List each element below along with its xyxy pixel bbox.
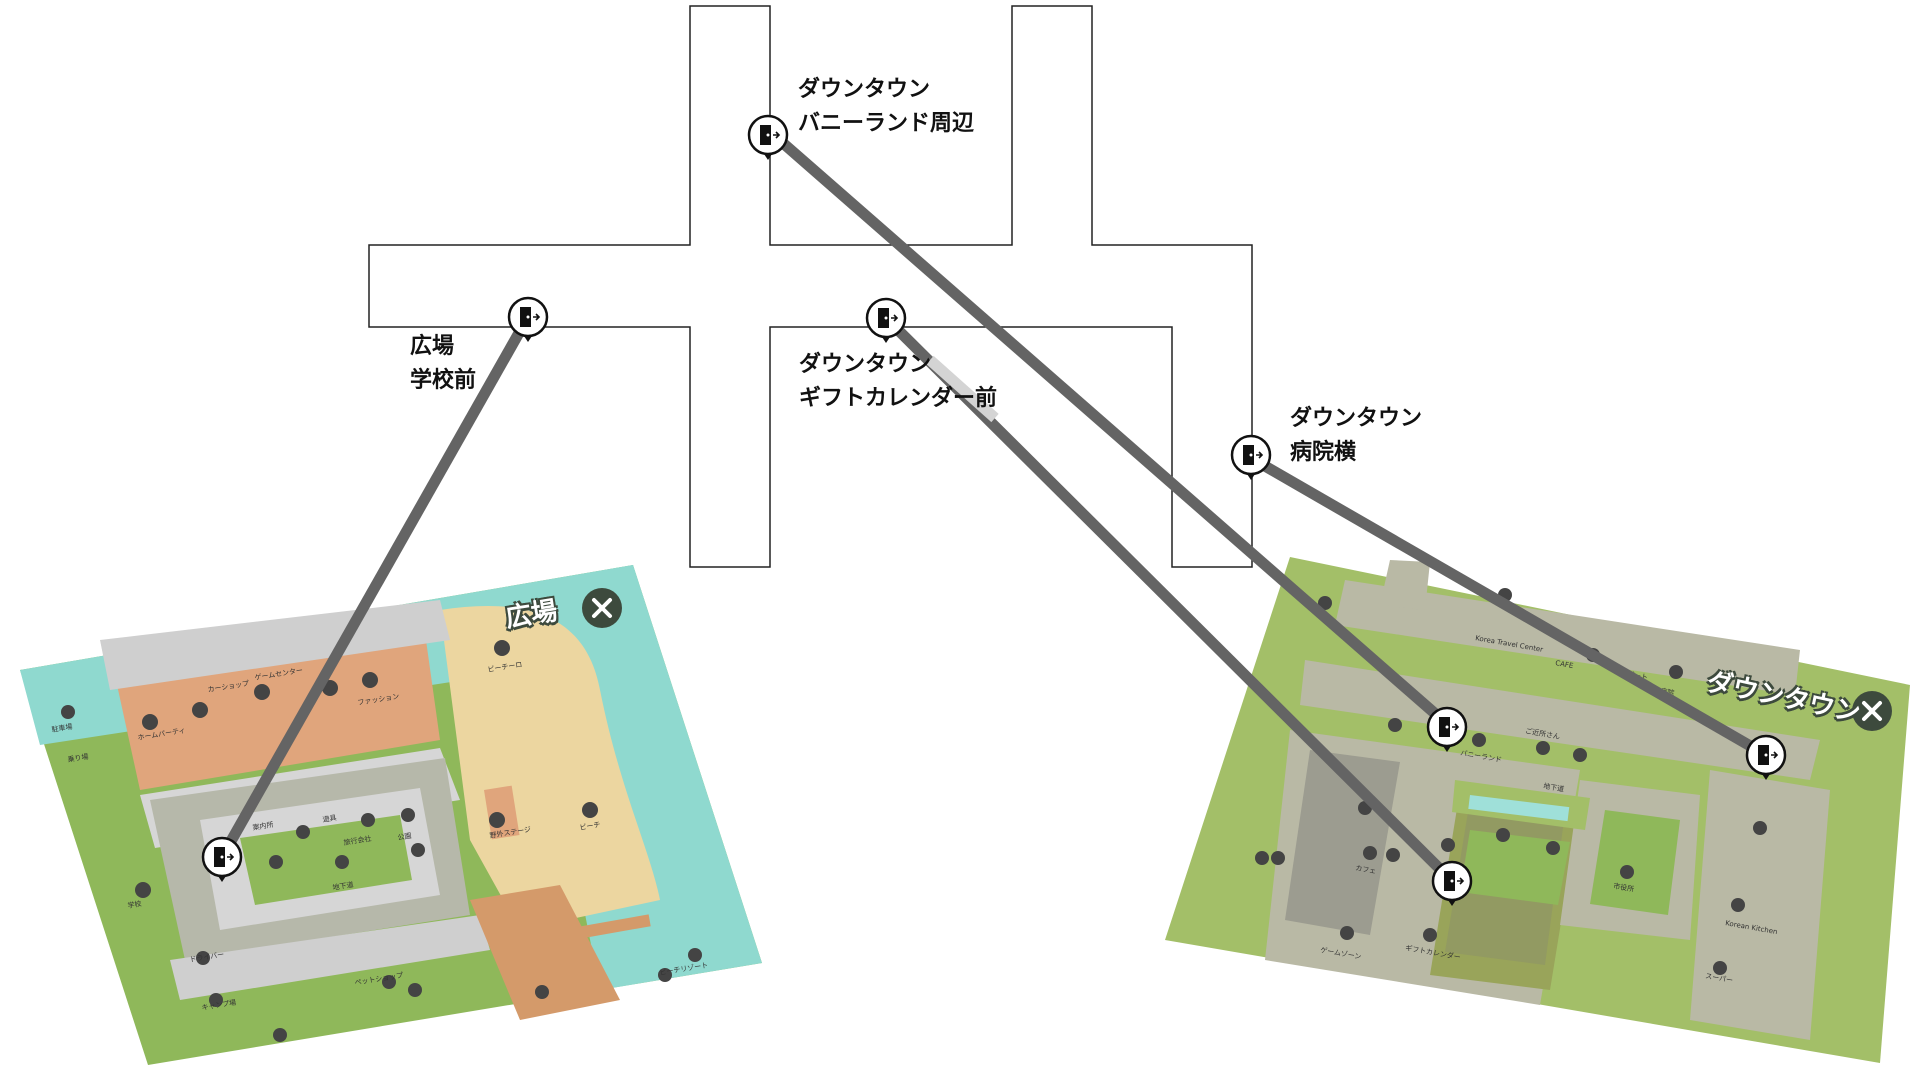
exit-label-line1: ダウンタウン [799,352,932,377]
exit-label-hospital: ダウンタウン 病院横 [1290,402,1422,470]
map-area-label: カフェ [1355,864,1377,876]
road [100,600,450,690]
park [240,815,412,905]
door-exit-icon [1243,445,1264,465]
pier [470,885,620,1020]
road [170,915,490,1000]
exit-pin-school[interactable] [507,296,549,342]
map-area-label: 市役所 [1613,881,1635,894]
door-exit-icon [1758,745,1779,765]
map-area-label: 乗り場 [67,752,89,764]
door-exit-icon [214,847,235,867]
exit-pin-downtown-bunny[interactable] [1426,706,1468,752]
connector-bunny [764,125,1451,729]
map-area-label: 駐車場 [51,722,73,734]
exit-label-line2: 病院横 [1290,440,1357,465]
map-area-label: 地下道 [332,880,354,892]
park [1460,830,1570,905]
exit-label-gift: ダウンタウン ギフトカレンダー前 [799,348,997,416]
road-block [1690,770,1830,1040]
door-exit-icon [1439,717,1460,737]
close-icon [592,598,612,618]
map-area-label: 学校 [127,899,142,910]
exit-label-line2: バニーランド周辺 [798,111,975,136]
map-area-label: CAFE [1555,659,1574,670]
close-icon [1862,701,1882,721]
city-hall-park [1590,810,1680,915]
exit-label-line1: ダウンタウン [1290,406,1423,431]
map-area-label: 案内所 [252,820,274,832]
underground-passage-diagram [368,5,1253,568]
connector-gift-overlap [926,355,999,423]
downtown-map[interactable]: Korea Travel CenterCAFEバニーランドご近所さん病院地下道カ… [1165,557,1910,1063]
map-area-label: 旅行会社 [343,834,372,847]
door-exit-icon [760,125,781,145]
exit-pin-hospital[interactable] [1230,434,1272,480]
close-button[interactable] [1852,691,1892,731]
map-area-label: 公園 [397,832,412,842]
road [1300,660,1820,780]
passage-outline [368,5,1253,568]
exit-label-line2: 学校前 [410,368,477,393]
exit-pin-downtown-hospital[interactable] [1745,734,1787,780]
plaza-map[interactable]: ビーチーロカーショップゲームセンターホームパーティファッション案内所遊具旅行会社… [20,565,762,1065]
door-exit-icon [1444,871,1465,891]
exit-pin-gift[interactable] [865,297,907,343]
map-area-label: 遊具 [322,813,337,824]
connector-lines [217,125,1769,885]
map-area-label: ビーチ [579,820,601,832]
exit-label-line1: 広場 [410,334,455,359]
exit-pin-plaza-school[interactable] [201,836,243,882]
exit-pin-bunny[interactable] [747,114,789,160]
close-button[interactable] [582,588,622,628]
connector-school [217,314,533,860]
exit-label-bunny: ダウンタウン バニーランド周辺 [798,73,974,141]
exit-label-line2: ギフトカレンダー前 [799,386,998,411]
underground-passage [1468,795,1570,822]
map-area-label: 地下道 [1543,781,1565,794]
door-exit-icon [520,307,541,327]
beach-area [440,606,660,930]
door-exit-icon [878,308,899,328]
connector-hospital [1248,453,1769,760]
exit-label-school: 広場 学校前 [410,330,476,398]
exit-pin-downtown-gift[interactable] [1431,860,1473,906]
exit-label-line1: ダウンタウン [798,77,931,102]
